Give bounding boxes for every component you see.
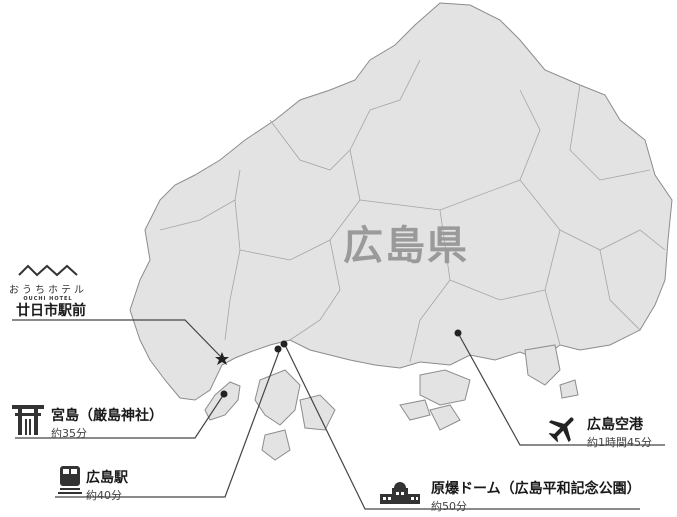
travel-time: 約50分 <box>431 500 467 513</box>
prefecture-label: 広島県 <box>343 223 469 269</box>
destination-name: 広島空港 <box>587 417 643 433</box>
hotel-logo: おうちホテル OUCHI HOTEL <box>8 262 88 302</box>
hiroshima-station-marker <box>280 340 288 348</box>
prefecture-land <box>129 2 673 461</box>
destination-airport: 広島空港 約1時間45分 <box>587 414 652 450</box>
destination-name: 宮島（厳島神社） <box>51 408 163 424</box>
destination-hiroshima-station: 広島駅 約40分 <box>86 467 128 503</box>
atomic-dome-marker <box>274 345 282 353</box>
destination-atomic-dome: 原爆ドーム（広島平和記念公園） 約50分 <box>431 478 641 514</box>
destination-miyajima: 宮島（厳島神社） 約35分 <box>51 405 163 441</box>
destination-name: 原爆ドーム（広島平和記念公園） <box>431 481 641 497</box>
hotel-name-en: OUCHI HOTEL <box>23 296 73 302</box>
house-roofs-icon <box>18 264 78 277</box>
travel-time: 約40分 <box>86 489 122 502</box>
torii-gate-icon <box>12 405 44 435</box>
municipal-borders <box>159 59 666 363</box>
markers <box>215 329 462 398</box>
destination-name: 広島駅 <box>86 470 128 486</box>
train-icon <box>58 466 82 494</box>
hotel-star-marker <box>215 352 229 365</box>
hotel-location: 廿日市駅前 <box>16 303 86 319</box>
dome-building-icon <box>380 482 420 504</box>
hotel-name-jp: おうちホテル <box>9 285 87 296</box>
miyajima-marker <box>220 390 228 398</box>
travel-time: 約1時間45分 <box>587 436 652 449</box>
leader-lines <box>12 319 665 510</box>
airplane-icon <box>548 417 574 443</box>
travel-time: 約35分 <box>51 427 87 440</box>
airport-marker <box>454 329 462 337</box>
